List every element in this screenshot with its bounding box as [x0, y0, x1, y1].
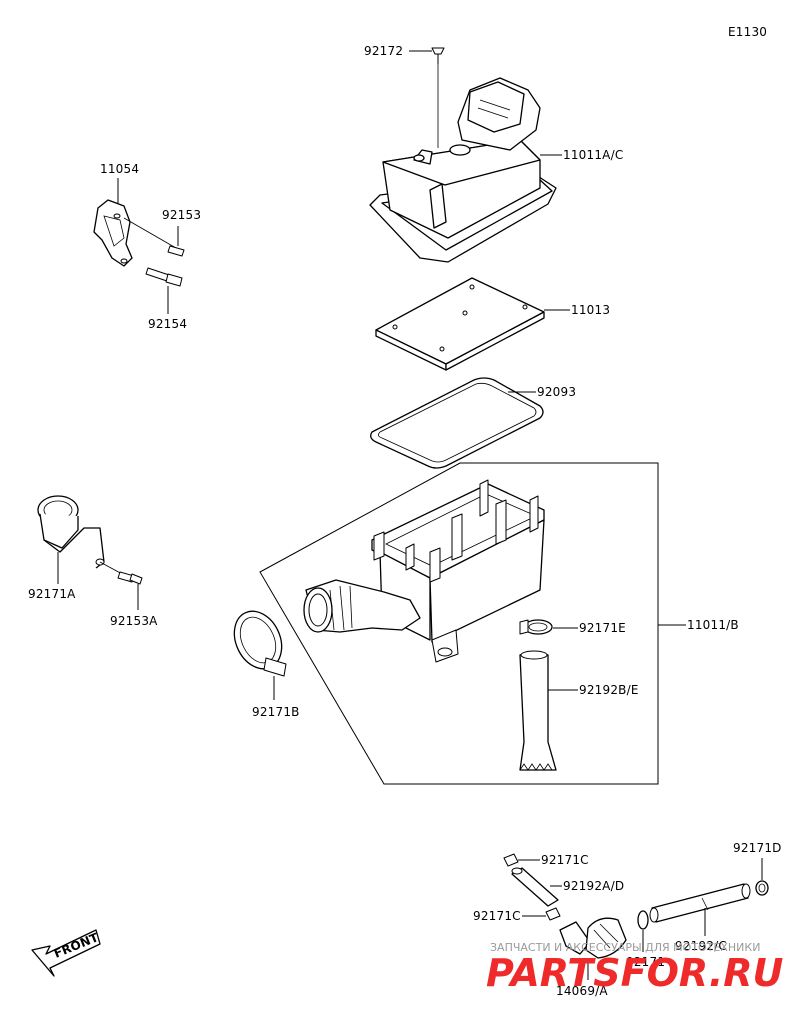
clamp-92171c-top[interactable]: [503, 853, 519, 867]
air-cleaner-case[interactable]: [303, 479, 545, 663]
clamp-92171[interactable]: [637, 910, 649, 930]
label-14069a[interactable]: 14069/A: [556, 984, 608, 998]
label-92153a[interactable]: 92153A: [110, 614, 158, 628]
label-92171a[interactable]: 92171A: [28, 587, 76, 601]
drain-valve-14069a[interactable]: [559, 917, 627, 959]
bracket-11054[interactable]: [93, 199, 133, 267]
label-92171b[interactable]: 92171B: [252, 705, 300, 719]
label-92192ad[interactable]: 92192A/D: [563, 879, 624, 893]
bolt-92153a[interactable]: [117, 571, 143, 585]
diagram-code: E1130: [728, 25, 767, 39]
label-11054[interactable]: 11054: [100, 162, 139, 176]
filter-element-11013[interactable]: [375, 277, 545, 371]
label-92154[interactable]: 92154: [148, 317, 187, 331]
bolt-92154[interactable]: [145, 267, 183, 287]
front-label: FRONT: [52, 930, 101, 961]
label-92192be[interactable]: 92192B/E: [579, 683, 639, 697]
watermark-logo: PARTSFOR.RU: [486, 951, 784, 995]
front-arrow-icon: FRONT: [31, 929, 101, 977]
label-92171c-bottom[interactable]: 92171C: [473, 909, 521, 923]
gasket-92093[interactable]: [370, 377, 544, 469]
clamp-92171e[interactable]: [519, 619, 553, 635]
label-92171[interactable]: 92171: [626, 955, 665, 969]
clamp-92171c-bottom[interactable]: [545, 907, 561, 921]
hose-92192c[interactable]: [649, 883, 751, 923]
watermark-tagline: ЗАПЧАСТИ И АКСЕССУАРЫ ДЛЯ МОТОТЕХНИКИ: [490, 941, 760, 954]
label-92171d[interactable]: 92171D: [733, 841, 782, 855]
bolt-92153[interactable]: [167, 245, 185, 257]
label-11011b[interactable]: 11011/B: [687, 618, 739, 632]
label-92153[interactable]: 92153: [162, 208, 201, 222]
air-cleaner-cover[interactable]: [369, 77, 557, 263]
tube-92192ad[interactable]: [511, 867, 559, 907]
label-92093[interactable]: 92093: [537, 385, 576, 399]
clamp-92171d[interactable]: [755, 880, 769, 896]
group-frame-11011b: [259, 462, 659, 785]
label-92171c-top[interactable]: 92171C: [541, 853, 589, 867]
label-92171e[interactable]: 92171E: [579, 621, 626, 635]
drain-tube-92192be[interactable]: [519, 650, 557, 771]
clamp-92171a[interactable]: [37, 495, 105, 569]
screw-92172[interactable]: [431, 47, 445, 64]
label-11013[interactable]: 11013: [571, 303, 610, 317]
label-11011ac[interactable]: 11011A/C: [563, 148, 623, 162]
label-92192c[interactable]: 92192/C: [675, 939, 727, 953]
clamp-92171b[interactable]: [225, 604, 290, 677]
label-92172[interactable]: 92172: [364, 44, 403, 58]
